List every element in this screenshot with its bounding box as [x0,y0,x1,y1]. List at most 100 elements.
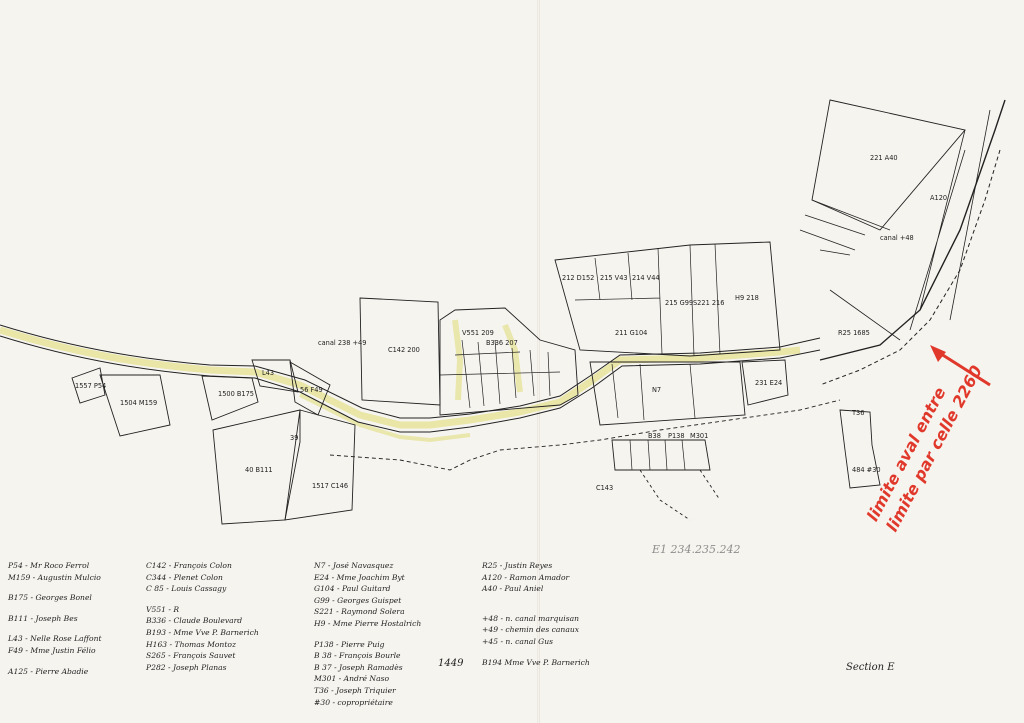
lower-cluster-dividers [629,439,686,471]
legend-entry: G99 - Georges Guispet [314,595,402,605]
legend-entry: G104 - Paul Guitard [314,584,391,594]
section-label: Section E [846,662,895,673]
parcel-label: 212 D152 [562,274,594,282]
right-road [819,99,1006,361]
parcel-label: M301 [690,432,708,440]
central-subdivisions [439,339,561,409]
legend-entry: A120 - Ramon Amador [482,572,570,582]
red-arrow [930,345,991,387]
road-edge-upper [0,324,821,419]
legend-entry: #30 - copropriétaire [314,697,393,707]
parcel-label: S221 216 [693,299,724,307]
parcel-label: P138 [668,432,685,440]
upper-row-dividers [574,243,721,357]
parcel-label: N7 [652,386,661,394]
parcel-label: V551 209 [462,329,494,337]
stream-dashed [819,149,1001,386]
legend-entry: H9 - Mme Pierre Hostalrich [314,618,422,628]
legend-entry: C142 - François Colon [146,561,232,570]
dashed-lower-branch [639,469,721,521]
parcel-label: 484 #30 [852,466,881,474]
legend-entry: S265 - François Sauvet [146,651,236,661]
parcel-label: B336 207 [486,339,518,347]
legend-entry: +48 - n. canal marquisan [482,613,580,623]
parcel-label: C143 [596,484,613,492]
legend-entry: S221 - Raymond Solera [314,607,405,617]
parcel-shape-B175 [201,375,259,421]
legend-entry: M301 - André Naso [314,674,390,684]
parcel-block-central [439,307,579,416]
parcel-label: 215 V43 [600,274,628,282]
parcel-label: 1557 P54 [75,382,106,390]
parcel-label: canal 238 +49 [318,339,366,347]
pencil-note: E1 234.235.242 [652,543,741,556]
legend-entry: H163 - Thomas Montoz [146,639,236,649]
legend-entry: B193 - Mme Vve P. Barnerich [146,627,259,637]
legend-entry: N7 - José Navasquez [314,561,394,570]
reference-number: 1449 [438,658,464,669]
parcel-label: canal +48 [880,234,914,242]
road-edge-lower [0,335,821,433]
parcel-shape-M159 [99,374,171,437]
parcel-label: 1504 M159 [120,399,157,407]
legend-entry: A125 - Pierre Abadie [8,666,89,676]
parcel-label: A120 [930,194,947,202]
road-highlight [0,326,801,429]
road-highlight-branch [452,319,523,401]
legend-entry: +45 - n. canal Gus [482,636,554,646]
parcel-shape-C146 [284,409,356,521]
dashed-lower-path [329,399,841,471]
parcel-label: R25 1685 [838,329,870,337]
parcel-shape-L43 [251,359,299,393]
parcel-label: H9 218 [735,294,759,302]
parcel-label: 40 B111 [245,466,273,474]
parcel-shape-T36 [839,409,881,489]
parcel-shape-A40 [811,99,966,231]
parcel-label: 211 G104 [615,329,647,337]
legend-entry: B 37 - Joseph Ramadès [314,662,403,672]
lower-row-dividers [611,363,696,421]
legend-column-1: P54 - Mr Roco Ferrol M159 - Augustin Mul… [8,560,102,677]
legend-column-3: N7 - José Navasquez E24 - Mme Joachim By… [314,560,421,708]
legend-entry: E24 - Mme Joachim Byt [314,572,405,582]
legend-entry: B111 - Joseph Bes [8,613,78,623]
parcel-label: T36 [851,409,864,417]
parcel-label: 39 [290,434,298,442]
paper-fold [537,0,540,723]
legend-entry: V551 - R [146,604,180,614]
parcel-label: C142 200 [388,346,420,354]
parcel-shape-E24 [741,359,789,406]
parcel-shape-P54 [71,367,106,404]
legend-entry: M159 - Augustin Mulcio [8,572,101,582]
legend-entry: T36 - Joseph Triquier [314,685,396,695]
legend-entry: C 85 - Louis Cassagy [146,584,227,594]
parcel-label: 1500 B175 [218,390,254,398]
legend-entry: F49 - Mme Justin Félio [8,645,96,655]
parcel-label: 214 V44 [632,274,660,282]
legend-entry: L43 - Nelle Rose Laffont [8,634,102,644]
parcel-label: 231 E24 [755,379,782,387]
legend-entry: +49 - chemin des canaux [482,625,580,635]
legend-entry: P54 - Mr Roco Ferrol [8,561,90,570]
parcel-shape-lower-cluster [611,439,711,471]
legend-entry: R25 - Justin Reyes [482,561,553,570]
legend-column-4: R25 - Justin Reyes A120 - Ramon Amador A… [482,560,590,668]
parcel-label: B38 [648,432,661,440]
legend-entry: P138 - Pierre Puig [314,639,385,649]
parcel-shape-B111 [212,409,301,525]
parcel-label: L43 [262,369,274,377]
legend-column-2: C142 - François Colon C344 - Plenet Colo… [146,560,259,673]
legend-entry: B194 Mme Vve P. Barnerich [482,657,590,667]
legend-entry: B 38 - François Bourle [314,651,401,661]
parcel-label: 56 F49 [300,386,323,394]
road-highlight-lower [299,393,471,443]
parcel-label: 215 G99 [665,299,693,307]
parcel-shape-lower-row [589,361,746,426]
legend-entry: P282 - Joseph Planas [146,662,227,672]
parcel-label: 221 A40 [870,154,898,162]
legend-entry: B175 - Georges Bonel [8,593,92,603]
legend-entry: A40 - Paul Aniel [482,584,544,594]
parcel-label: 1517 C146 [312,482,348,490]
